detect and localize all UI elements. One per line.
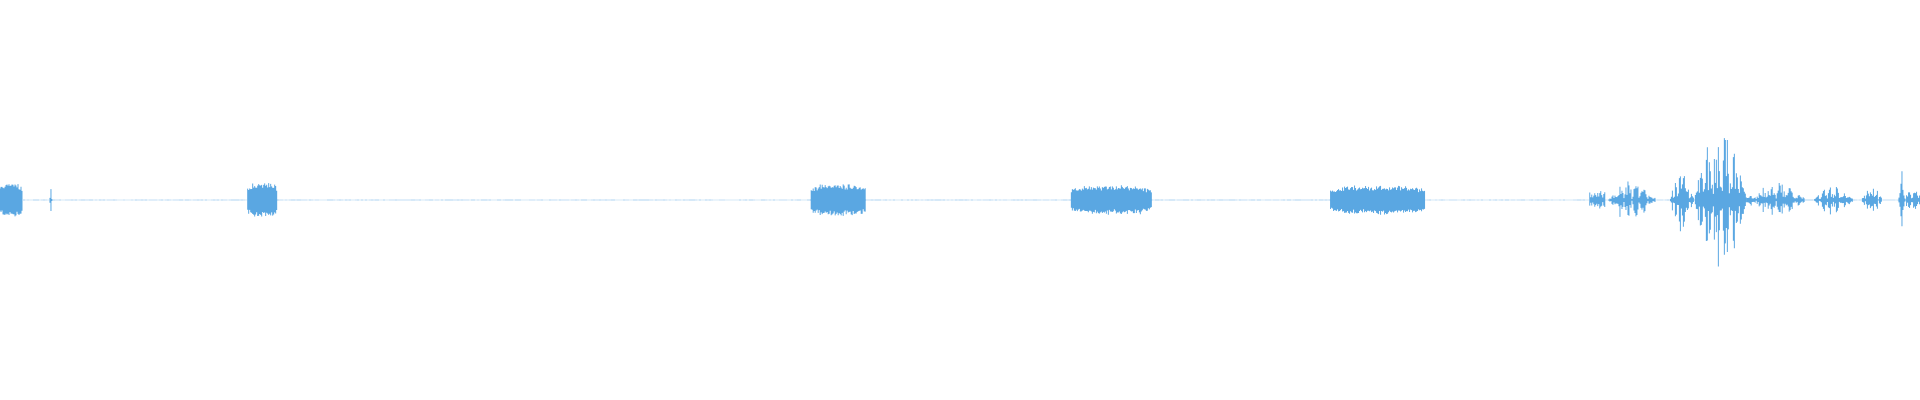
waveform-segments bbox=[0, 138, 1920, 267]
waveform-segment-0 bbox=[0, 184, 23, 217]
waveform-segment-14 bbox=[1906, 191, 1920, 209]
waveform-segment-4 bbox=[1070, 185, 1152, 215]
waveform-segment-10 bbox=[1746, 183, 1805, 215]
waveform-segment-11 bbox=[1813, 186, 1853, 215]
waveform-segment-1 bbox=[48, 189, 53, 211]
waveform-segment-7 bbox=[1608, 181, 1656, 217]
waveform-segment-6 bbox=[1589, 191, 1606, 209]
waveform-segment-13 bbox=[1896, 171, 1907, 227]
waveform-segment-9 bbox=[1694, 138, 1747, 267]
waveform-segment-2 bbox=[247, 183, 278, 217]
waveform-segment-3 bbox=[810, 184, 866, 216]
waveform-segment-8 bbox=[1669, 176, 1694, 232]
waveform-segment-5 bbox=[1330, 185, 1426, 215]
waveform-segment-12 bbox=[1861, 188, 1882, 211]
